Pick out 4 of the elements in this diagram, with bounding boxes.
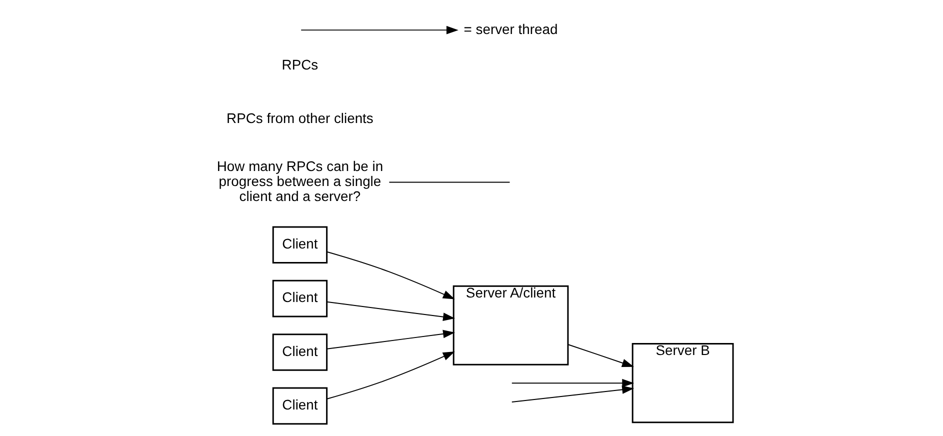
legend-label: = server thread xyxy=(463,20,558,37)
label: RPCs xyxy=(281,56,318,73)
label: RPCs from other clients xyxy=(226,110,373,126)
node-text: How many RPCs can be in progress between a single client and a server? xyxy=(216,158,383,204)
